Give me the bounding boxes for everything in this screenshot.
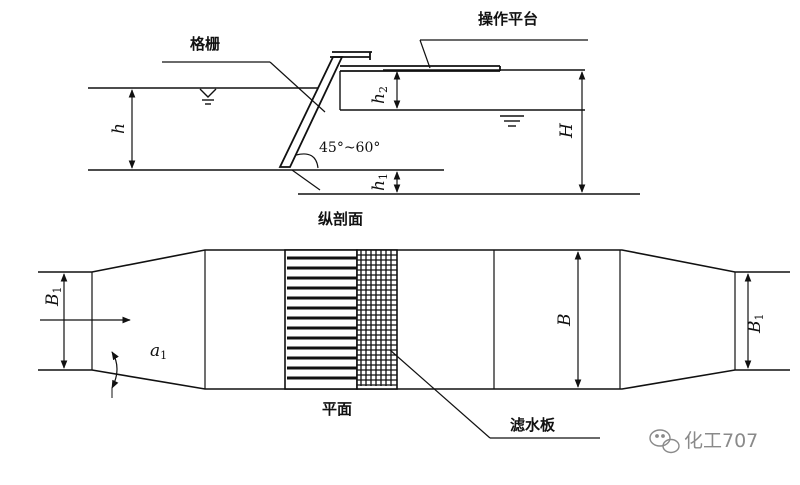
plan-bottom-outline [38, 369, 790, 390]
angle-reference-line [291, 169, 321, 191]
angle-arc [295, 153, 319, 169]
dimension-a1-label: a1 [150, 341, 167, 362]
watermark: 化工707 [649, 429, 758, 454]
operating-platform [339, 65, 501, 110]
platform-leader-line [419, 39, 431, 69]
dimension-h2-label: h2 [369, 86, 390, 104]
filter-plate-mesh [357, 250, 397, 386]
dimension-h-label: h [109, 123, 129, 134]
angle-a1-arc [111, 351, 119, 389]
inclined-grating [278, 51, 372, 168]
filter-plate-leader-line [389, 349, 491, 439]
dimension-B-label: B [555, 314, 575, 328]
plan-view [38, 249, 790, 439]
longitudinal-section [88, 39, 640, 195]
grating-label: 格栅 [190, 35, 220, 53]
dimension-h1-label: h1 [369, 173, 390, 191]
water-surface-symbol-left [199, 88, 217, 105]
plan-top-outline [38, 249, 790, 273]
platform-label: 操作平台 [478, 10, 538, 28]
dimension-B1-right-label: B1 [745, 314, 766, 335]
filter-plate-label: 滤水板 [510, 416, 556, 434]
plan-label: 平面 [322, 400, 352, 418]
dimension-H-label: H [557, 122, 577, 139]
water-surface-symbol-right [500, 115, 524, 127]
grating-bars [287, 256, 357, 380]
angle-label: 45°~60° [319, 140, 380, 156]
grating-leader-line [269, 61, 326, 113]
section-label: 纵剖面 [318, 210, 363, 228]
dimension-B1-left-label: B1 [43, 287, 64, 308]
wechat-icon [649, 429, 680, 454]
watermark-text: 化工707 [684, 430, 758, 452]
